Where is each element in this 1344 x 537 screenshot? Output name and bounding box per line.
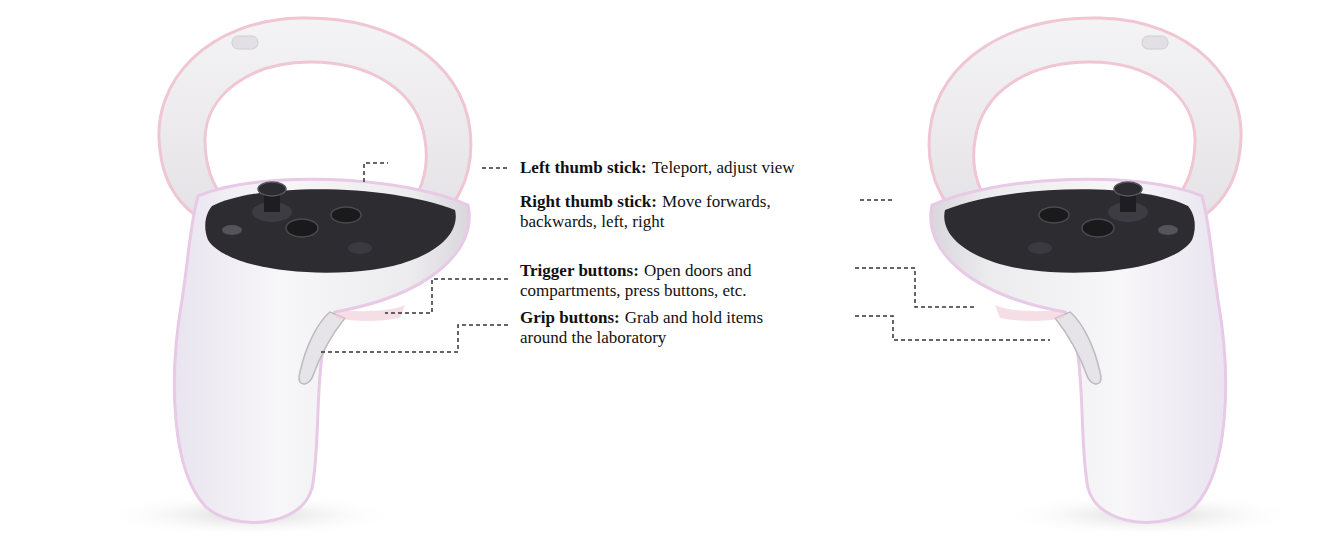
callout-text: Grip buttons:Grab and hold items around … (520, 308, 795, 348)
control-name: Right thumb stick: (520, 192, 657, 211)
leader-line (860, 199, 895, 201)
control-name: Left thumb stick: (520, 158, 647, 177)
leader-line (482, 167, 510, 169)
leader-line (855, 268, 975, 307)
control-name: Grip buttons: (520, 308, 620, 327)
left-controller (100, 18, 471, 537)
leader-line (855, 316, 1050, 340)
right-controller (929, 18, 1300, 537)
leader-line (385, 279, 508, 313)
callout-text: Right thumb stick:Move forwards, backwar… (520, 192, 795, 232)
callout-text: Trigger buttons:Open doors and compartme… (520, 261, 795, 301)
leader-line (318, 325, 508, 352)
leader-line (364, 163, 388, 182)
leader-lines (318, 163, 1050, 352)
control-function: Teleport, adjust view (652, 158, 795, 177)
callout-text: Left thumb stick: Teleport, adjust view (520, 158, 794, 178)
control-name: Trigger buttons: (520, 261, 639, 280)
